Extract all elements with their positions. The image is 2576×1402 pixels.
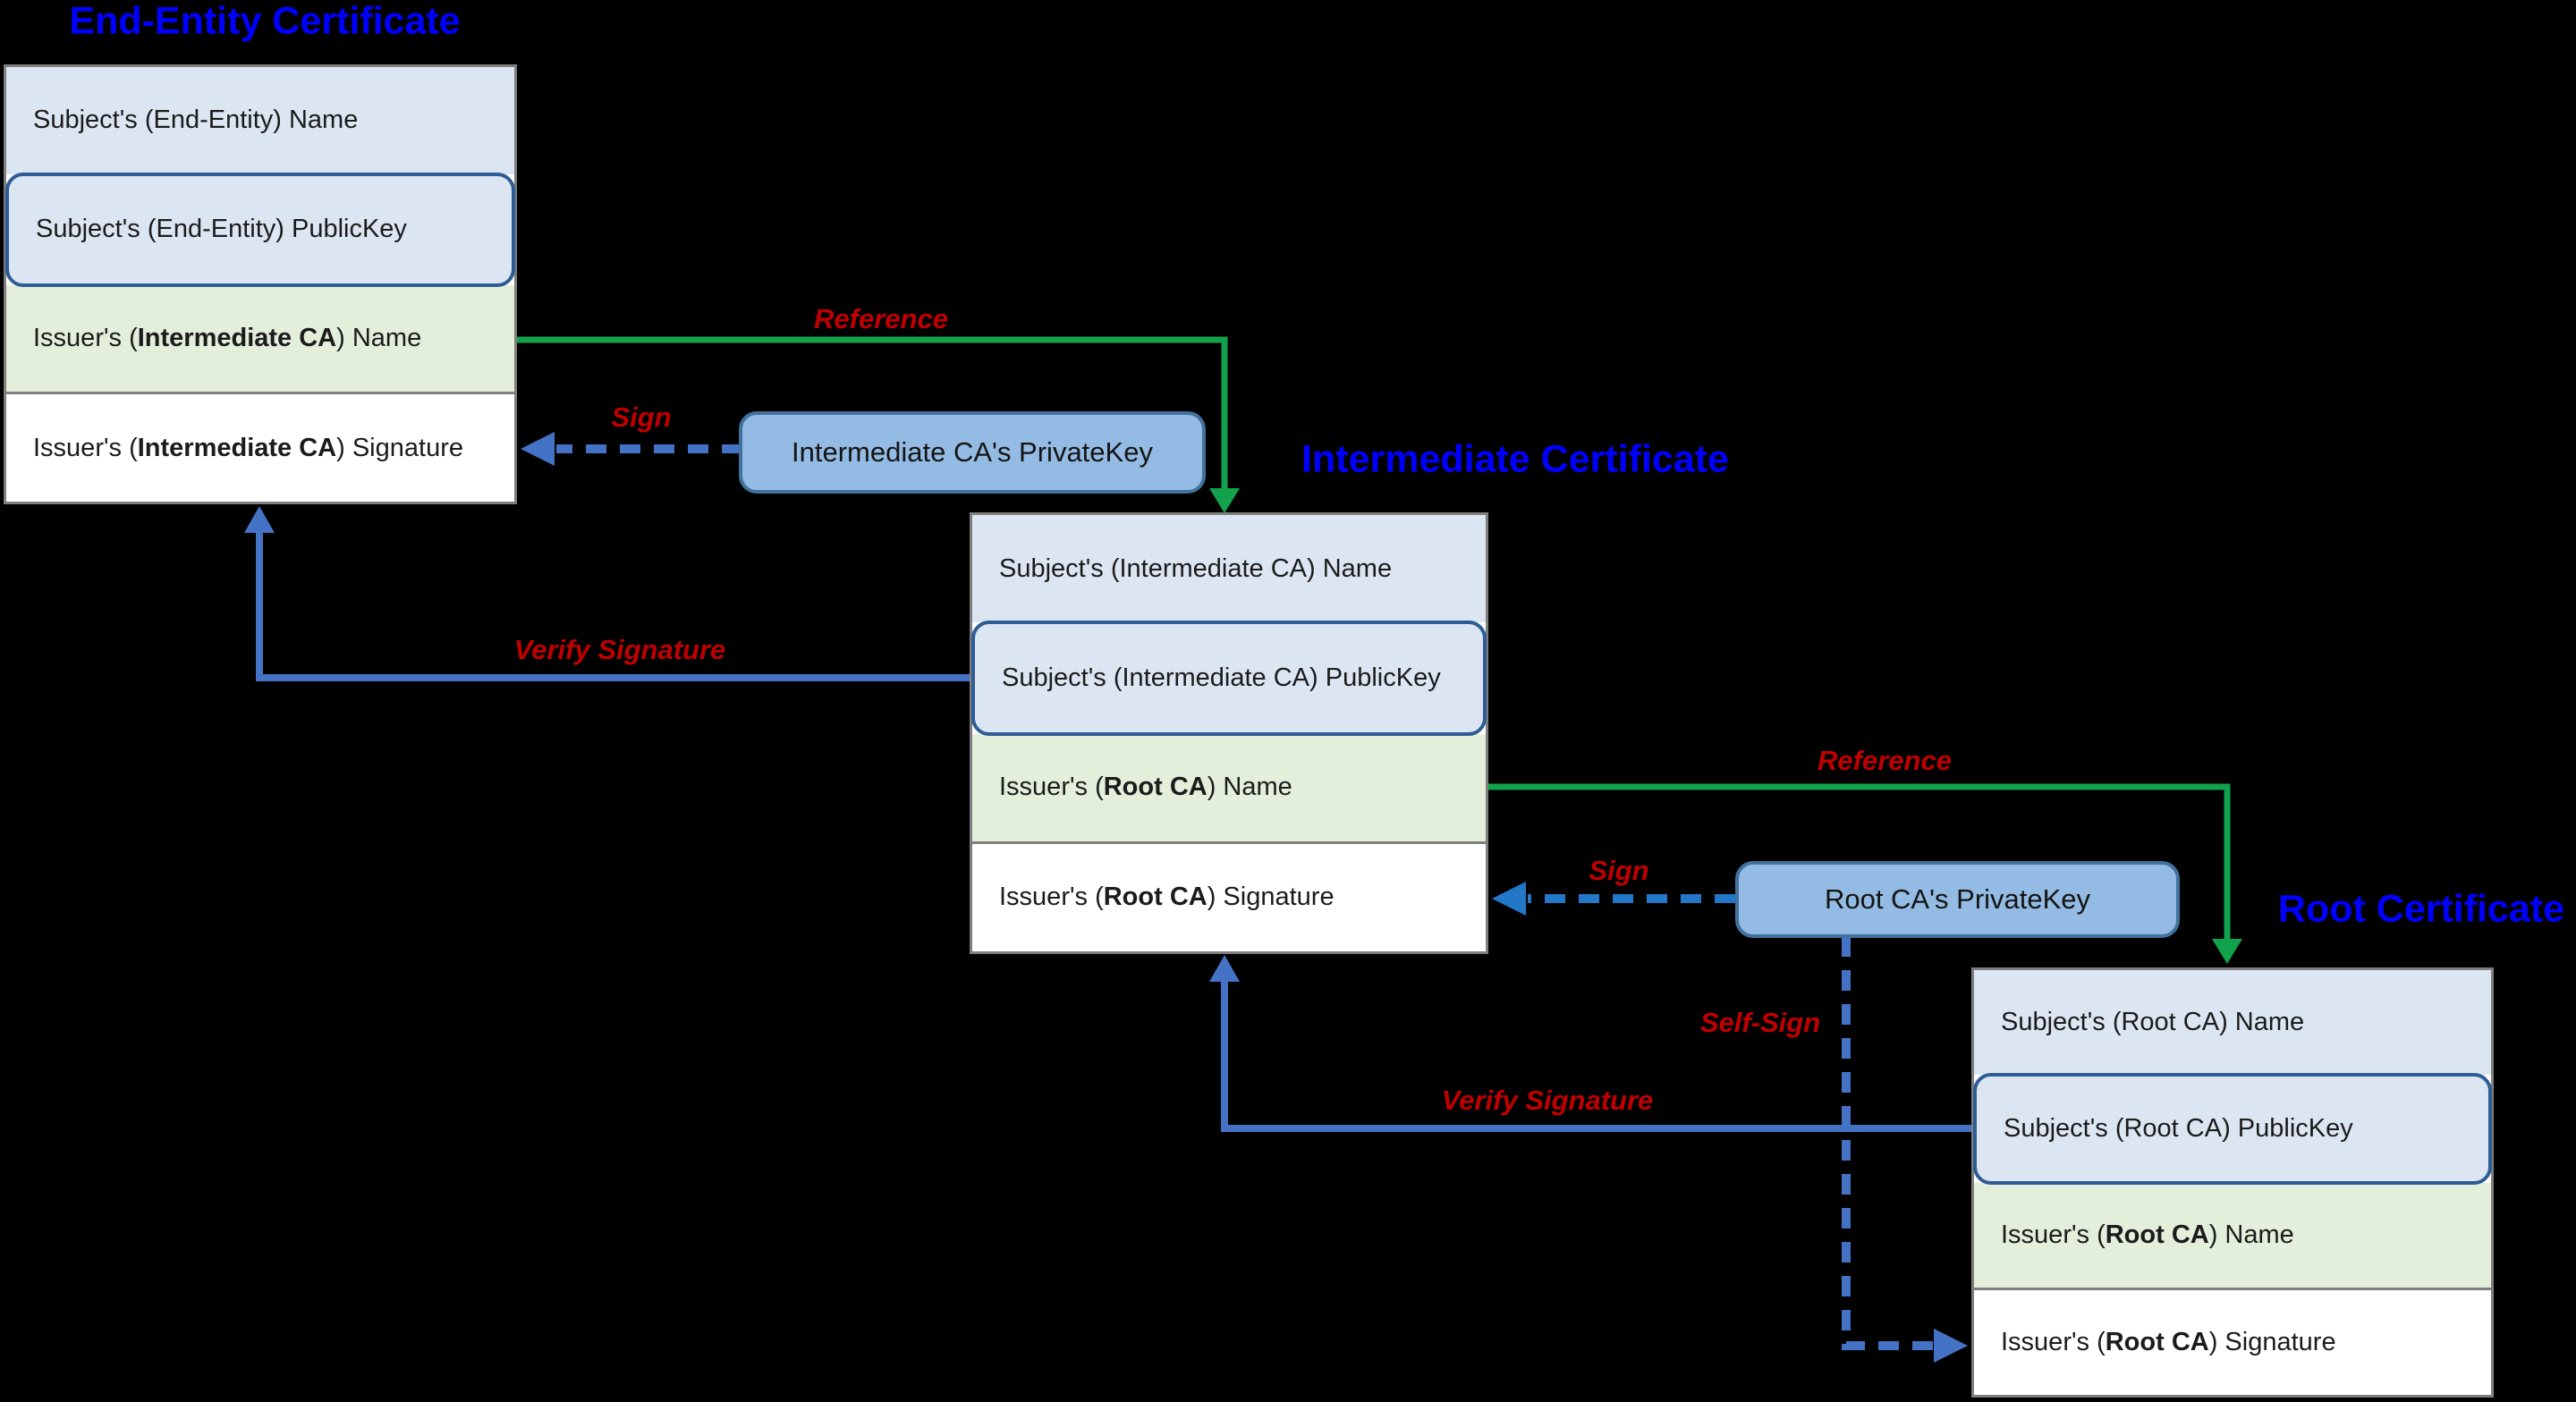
verify-signature-arrow-2-line bbox=[1221, 980, 1971, 1132]
row-text: Subject's (Intermediate CA) Name bbox=[999, 553, 1393, 583]
row-text-bold: Root CA bbox=[2105, 1328, 2209, 1356]
root-issuer-name-row: Issuer's (Root CA) Name bbox=[1974, 1183, 2491, 1288]
root-certificate-title: Root Certificate bbox=[2277, 887, 2565, 931]
row-text: Issuer's ( bbox=[2001, 1328, 2106, 1356]
intermediate-subject-name-row: Subject's (Intermediate CA) Name bbox=[972, 515, 1486, 623]
row-text: Subject's (End-Entity) PublicKey bbox=[36, 215, 407, 244]
intermediate-subject-publickey-row: Subject's (Intermediate CA) PublicKey bbox=[971, 621, 1487, 736]
row-text-bold: Root CA bbox=[1103, 883, 1208, 912]
verify-signature-label-1: Verify Signature bbox=[513, 634, 726, 665]
privatekey-label: Root CA's PrivateKey bbox=[1824, 883, 2091, 915]
sign-arrow-1-head bbox=[521, 432, 555, 466]
intermediate-issuer-signature-row: Issuer's (Root CA) Signature bbox=[972, 840, 1486, 951]
row-text: Subject's (End-Entity) Name bbox=[33, 106, 359, 135]
row-text: Subject's (Root CA) PublicKey bbox=[2004, 1114, 2353, 1143]
intermediate-issuer-name-row: Issuer's (Root CA) Name bbox=[972, 733, 1486, 841]
reference-arrow-1-head bbox=[1209, 488, 1240, 513]
end-entity-certificate-title: End-Entity Certificate bbox=[69, 0, 461, 43]
verify-signature-arrow-1-head bbox=[244, 506, 275, 533]
verify-signature-arrow-2-head bbox=[1209, 955, 1240, 982]
root-ca-privatekey-box: Root CA's PrivateKey bbox=[1735, 861, 2180, 938]
row-text: Issuer's ( bbox=[999, 773, 1104, 802]
end-entity-issuer-signature-row: Issuer's (Intermediate CA) Signature bbox=[6, 392, 514, 502]
intermediate-ca-privatekey-box: Intermediate CA's PrivateKey bbox=[739, 411, 1206, 494]
row-text: ) Name bbox=[2208, 1220, 2294, 1249]
row-text: Issuer's ( bbox=[33, 323, 138, 352]
privatekey-label: Intermediate CA's PrivateKey bbox=[792, 436, 1153, 468]
self-sign-label: Self-Sign bbox=[1699, 1007, 1821, 1038]
sign-arrow-2-head bbox=[1492, 882, 1526, 916]
reference-arrow-1-line bbox=[517, 336, 1228, 490]
reference-arrow-2-line bbox=[1488, 783, 2231, 941]
verify-signature-arrow-1-line bbox=[256, 531, 970, 681]
end-entity-issuer-name-row: Issuer's (Intermediate CA) Name bbox=[6, 284, 514, 393]
root-subject-publickey-row: Subject's (Root CA) PublicKey bbox=[1973, 1073, 2492, 1185]
row-text: Issuer's ( bbox=[33, 433, 138, 462]
row-text: ) Name bbox=[336, 323, 422, 352]
root-certificate-box: Subject's (Root CA) Name Subject's (Root… bbox=[1971, 967, 2494, 1398]
reference-arrow-2-head bbox=[2212, 939, 2242, 964]
row-text-bold: Intermediate CA bbox=[137, 323, 337, 352]
sign-label-2: Sign bbox=[1589, 855, 1649, 886]
reference-label-1: Reference bbox=[814, 303, 948, 334]
end-entity-subject-publickey-row: Subject's (End-Entity) PublicKey bbox=[5, 172, 515, 287]
row-text: ) Signature bbox=[1207, 883, 1335, 912]
intermediate-certificate-box: Subject's (Intermediate CA) Name Subject… bbox=[970, 512, 1488, 954]
self-sign-arrow-head bbox=[1934, 1329, 1968, 1363]
row-text: ) Signature bbox=[336, 433, 463, 462]
root-issuer-signature-row: Issuer's (Root CA) Signature bbox=[1974, 1288, 2491, 1395]
row-text: Issuer's ( bbox=[2001, 1220, 2106, 1249]
row-text: Issuer's ( bbox=[999, 883, 1104, 912]
root-subject-name-row: Subject's (Root CA) Name bbox=[1974, 970, 2491, 1075]
end-entity-certificate-box: Subject's (End-Entity) Name Subject's (E… bbox=[4, 64, 517, 504]
end-entity-subject-name-row: Subject's (End-Entity) Name bbox=[6, 67, 514, 174]
row-text-bold: Intermediate CA bbox=[137, 433, 337, 462]
intermediate-certificate-title: Intermediate Certificate bbox=[1301, 437, 1729, 481]
verify-signature-label-2: Verify Signature bbox=[1441, 1085, 1654, 1116]
row-text-bold: Root CA bbox=[1103, 773, 1208, 802]
reference-label-2: Reference bbox=[1818, 745, 1952, 776]
row-text: ) Name bbox=[1207, 773, 1292, 802]
self-sign-arrow-line bbox=[1842, 936, 1936, 1350]
row-text: ) Signature bbox=[2208, 1328, 2336, 1356]
sign-label-1: Sign bbox=[611, 401, 672, 433]
row-text-bold: Root CA bbox=[2105, 1220, 2209, 1249]
row-text: Subject's (Intermediate CA) PublicKey bbox=[1002, 663, 1441, 692]
row-text: Subject's (Root CA) Name bbox=[2001, 1008, 2305, 1036]
